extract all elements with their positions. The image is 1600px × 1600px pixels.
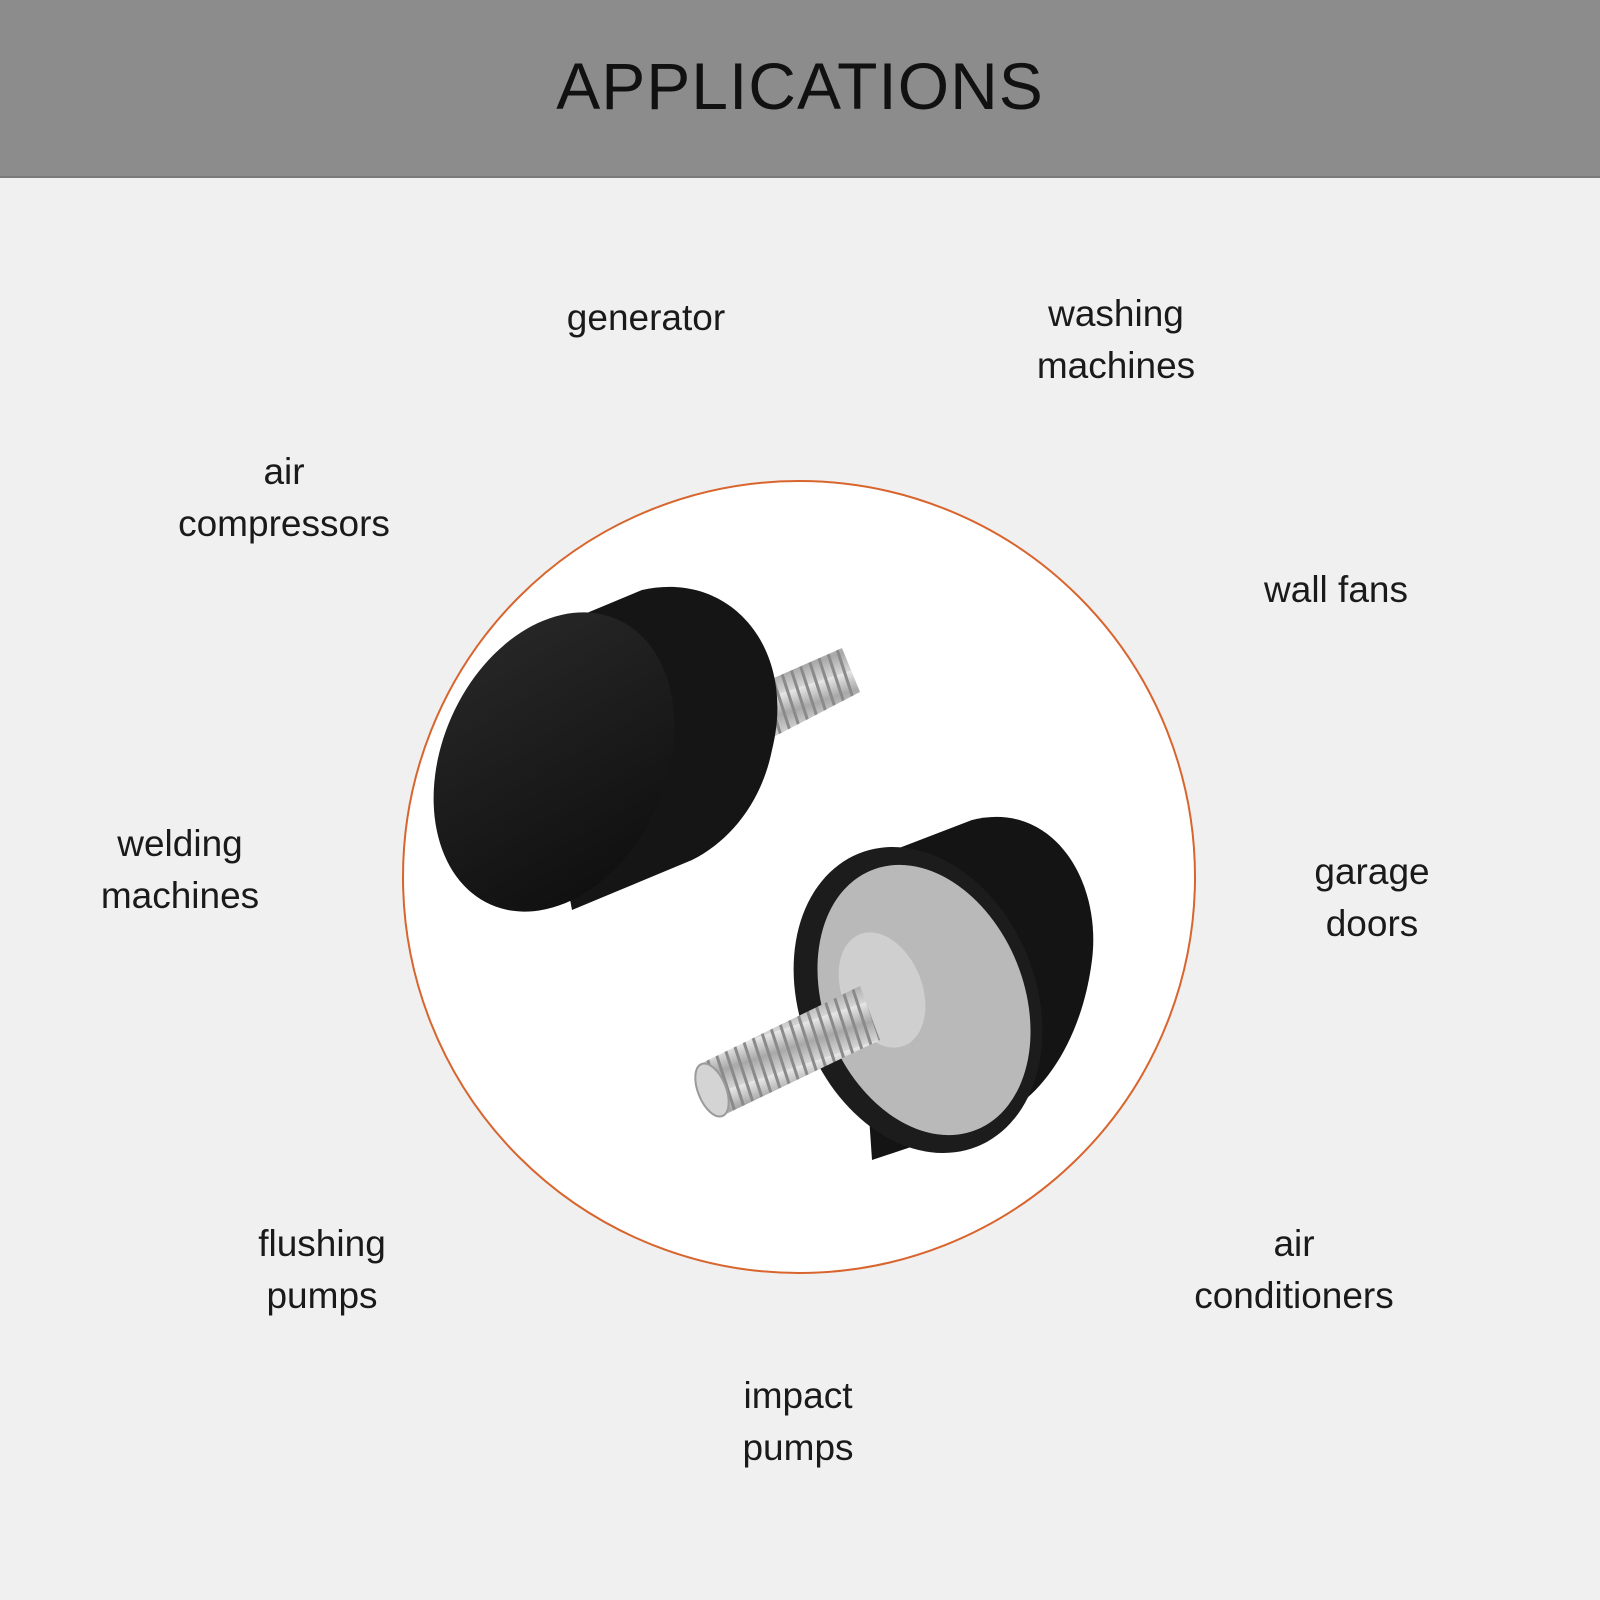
- label-welding-machines: welding machines: [100, 823, 260, 916]
- label-flushing-pumps: flushing pumps: [258, 1223, 386, 1316]
- label-garage-doors: garage doors: [1314, 851, 1430, 944]
- page-title: APPLICATIONS: [556, 49, 1044, 123]
- label-washing-machines: washing machines: [1036, 293, 1196, 386]
- label-air-compressors: air compressors: [178, 451, 390, 544]
- label-wall-fans: wall fans: [1264, 569, 1408, 610]
- label-generator: generator: [566, 297, 726, 338]
- top-mount: [433, 586, 860, 912]
- label-air-conditioners: air conditioners: [1194, 1223, 1394, 1316]
- bottom-mount: [694, 816, 1094, 1160]
- label-impact-pumps: impact pumps: [742, 1375, 854, 1468]
- header-banner: APPLICATIONS: [0, 0, 1600, 178]
- rubber-mounts-image: [433, 586, 1094, 1160]
